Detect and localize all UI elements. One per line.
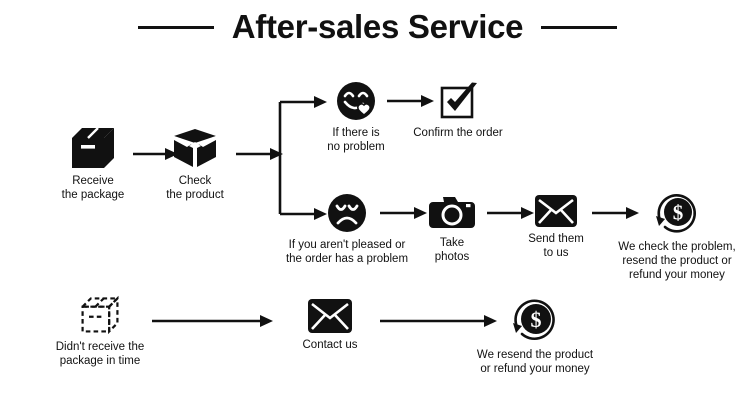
page-title-row: After-sales Service (0, 8, 755, 46)
node-label: Receive the package (61, 175, 125, 201)
svg-text:$: $ (531, 307, 542, 332)
node-resend-or-refund: $ We resend the product or refund your m… (460, 296, 610, 376)
node-take-photos: Take photos (418, 192, 486, 264)
node-label: If there is no problem (327, 127, 385, 153)
refund-dollar-icon: $ (653, 190, 701, 236)
closed-box-icon (70, 126, 116, 170)
arrow-contact-to-refund (380, 315, 497, 327)
arrow-send-to-refund (592, 207, 639, 219)
arrow-problem-to-photos (380, 207, 427, 219)
arrow-late-to-contact (152, 315, 273, 327)
node-label: We resend the product or refund your mon… (476, 349, 594, 375)
checkbox-check-icon (436, 78, 480, 122)
node-label: Take photos (434, 237, 470, 263)
branch-connector (278, 96, 327, 220)
arrow-photos-to-send (487, 207, 534, 219)
node-label: Confirm the order (413, 127, 503, 139)
arrow-check-to-branch (236, 148, 283, 160)
camera-icon (426, 192, 478, 232)
envelope-icon (534, 194, 578, 228)
node-package-not-received: Didn't receive the package in time (43, 292, 157, 368)
arrow-receive-to-check (133, 148, 178, 160)
envelope-icon (307, 298, 353, 334)
svg-text:$: $ (673, 201, 684, 225)
node-confirm-order: Confirm the order (408, 78, 508, 140)
node-no-problem: If there is no problem (318, 80, 394, 154)
title-rule-left (137, 25, 214, 29)
node-contact-us: Contact us (285, 298, 375, 352)
node-send-to-us: Send them to us (518, 194, 594, 260)
node-label: Didn't receive the package in time (55, 341, 145, 367)
arrow-noproblem-to-confirm (387, 95, 434, 107)
refund-dollar-icon: $ (510, 296, 560, 344)
node-label: Send them to us (528, 233, 584, 259)
node-we-check-problem: $ We check the problem, resend the produ… (602, 190, 752, 282)
open-box-icon (171, 126, 219, 170)
smiley-face-heart-icon (335, 80, 377, 122)
sad-face-icon (326, 192, 368, 234)
node-label: If you aren't pleased or the order has a… (285, 239, 409, 265)
node-has-problem: If you aren't pleased or the order has a… (262, 192, 432, 266)
node-label: Check the product (166, 175, 224, 201)
node-label: We check the problem, resend the product… (618, 241, 736, 281)
node-check-product: Check the product (156, 126, 234, 202)
title-rule-right (541, 25, 618, 29)
node-label: Contact us (302, 339, 358, 351)
page-title: After-sales Service (231, 8, 524, 45)
dashed-box-icon (77, 292, 123, 336)
node-receive-package: Receive the package (52, 126, 134, 202)
